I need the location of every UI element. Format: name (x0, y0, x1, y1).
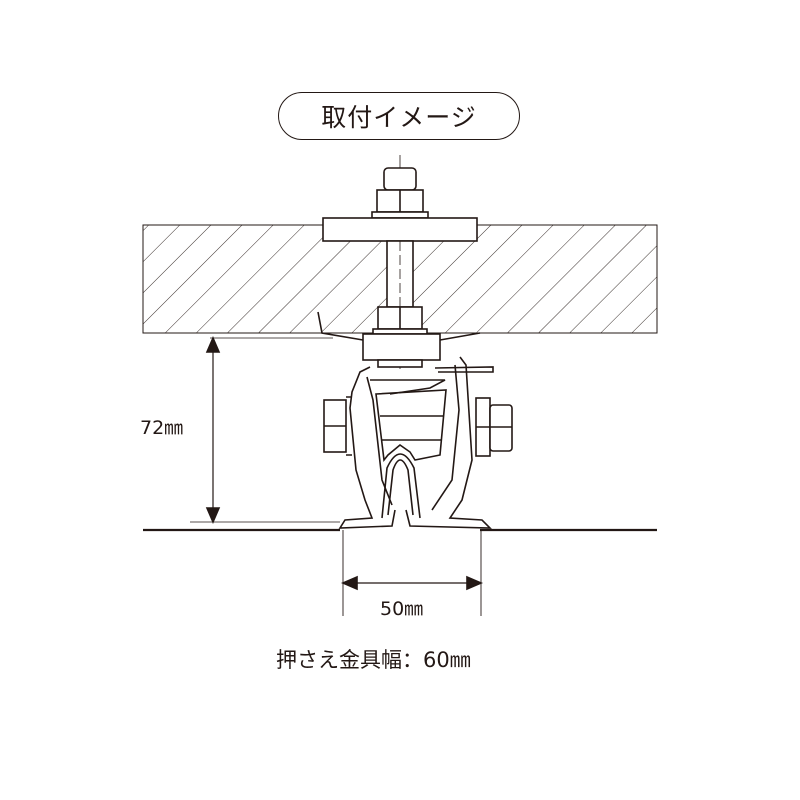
gap-label: 50㎜ (380, 598, 424, 620)
right-nut (489, 404, 513, 452)
roof-seam (387, 459, 414, 516)
inner-wedge (375, 389, 447, 462)
left-wing (317, 311, 364, 341)
washer (371, 211, 429, 219)
title-badge: 取付イメージ (278, 92, 520, 140)
block (362, 333, 441, 361)
clamp-right (405, 356, 492, 529)
right-wing (439, 332, 481, 341)
height-label: 72㎜ (140, 417, 184, 439)
arrow-up (205, 335, 221, 353)
arrow-down (205, 507, 221, 525)
clamp-width-label: 押さえ金具幅：60㎜ (276, 648, 471, 672)
bolt-tip (383, 167, 417, 191)
arrow-left (340, 575, 358, 591)
top-plate (322, 217, 478, 242)
title-text: 取付イメージ (321, 103, 477, 132)
arrow-right (466, 575, 484, 591)
clamp-left (338, 366, 396, 529)
